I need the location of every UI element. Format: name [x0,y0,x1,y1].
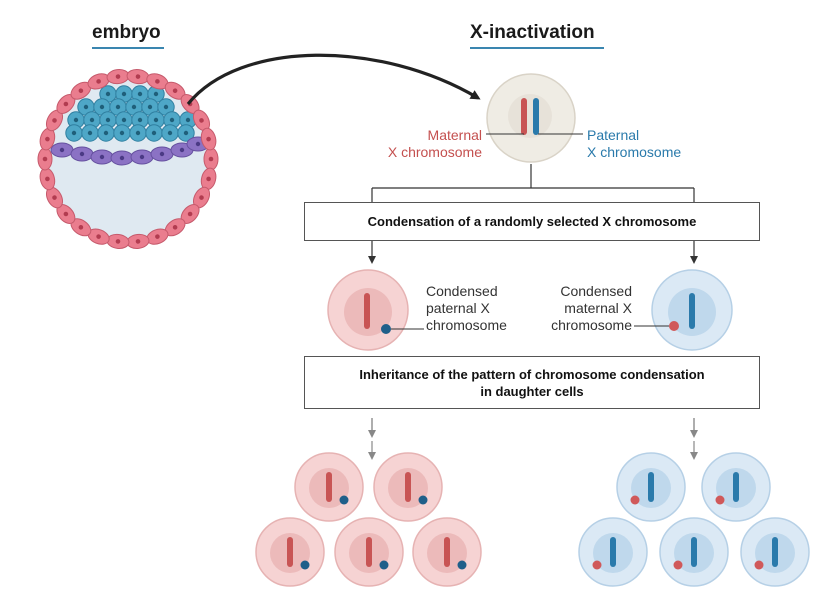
embryo-title: embryo [92,22,161,43]
condensation-box: Condensation of a randomly selected X ch… [304,202,760,241]
endoderm-cell [90,149,114,165]
icm-cell [81,124,99,142]
maternal-label-line2: X chromosome [387,144,482,160]
icm-cell [97,124,115,142]
trophoblast-cell [180,94,200,114]
blue-daughter-cell [578,517,648,587]
trophoblast-cell [56,94,76,114]
icm-cell [113,124,131,142]
inheritance-text-line1: Inheritance of the pattern of chromosome… [359,366,705,382]
maternal-x-chromosome [521,98,527,135]
blastocyst-embryo [37,69,219,249]
blue-daughter-cells [578,452,810,587]
paternal-x-label: Paternal X chromosome [587,127,727,161]
condensation-text: Condensation of a randomly selected X ch… [367,214,697,229]
cond-pat-line1: Condensed [426,283,498,299]
trophoblast-cell [87,228,110,245]
undifferentiated-cell [486,73,576,163]
cond-mat-line1: Condensed [560,283,632,299]
trophoblast-cell [192,186,211,209]
icm-cell [145,124,163,142]
primitive-endoderm-cells [50,136,210,166]
x-inactivation-title-underline [470,47,604,49]
endoderm-cell [70,146,94,162]
icm-cell [147,85,165,103]
cell-maternal-condensed [634,269,733,351]
blue-daughter-cell [616,452,686,522]
trophoblast-cell [164,218,186,237]
cond-mat-line2: maternal X [564,300,632,316]
blue-daughter-cell [740,517,810,587]
endoderm-cell [150,146,174,162]
endoderm-cell [110,150,134,166]
cond-pat-line2: paternal X [426,300,490,316]
pink-daughter-cell [255,517,325,587]
cond-pat-line3: chromosome [426,317,507,333]
pink-daughter-cell [294,452,364,522]
curved-arrow [186,53,481,106]
barr-body-maternal [669,321,679,331]
trophoblast-cell [37,147,53,171]
pink-daughter-cell [334,517,404,587]
embryo-title-underline [92,47,164,49]
icm-cell [161,124,179,142]
blue-daughter-cell [701,452,771,522]
x-inactivation-title: X-inactivation [470,22,595,43]
paternal-x-chromosome [533,98,539,135]
cell-paternal-condensed [327,269,424,351]
trophoblast-cell [126,233,150,249]
paternal-label-line2: X chromosome [587,144,682,160]
inheritance-text-line2: in daughter cells [480,383,584,399]
trophoblast-cells [37,69,219,249]
trophoblast-cell [200,127,217,151]
condensed-paternal-label: Condensed paternal X chromosome [426,283,546,334]
pink-daughter-cell [412,517,482,587]
endoderm-cell [130,149,154,165]
condensed-maternal-label: Condensed maternal X chromosome [512,283,632,334]
cond-mat-line3: chromosome [551,317,632,333]
endoderm-cell [50,142,74,158]
inner-cell-mass [65,85,197,142]
trophoblast-cell [39,167,56,191]
trophoblast-cell [106,69,130,85]
pink-daughter-cell [373,452,443,522]
maternal-x-label: Maternal X chromosome [342,127,482,161]
icm-cell [65,124,83,142]
trophoblast-cell [203,147,219,171]
maternal-label-line1: Maternal [427,127,482,143]
barr-body-paternal [381,324,391,334]
pink-daughter-cells [255,452,482,587]
blue-daughter-cell [659,517,729,587]
icm-cell [129,124,147,142]
icm-cell [177,124,195,142]
paternal-label-line1: Paternal [587,127,640,143]
inheritance-box: Inheritance of the pattern of chromosome… [304,356,760,409]
